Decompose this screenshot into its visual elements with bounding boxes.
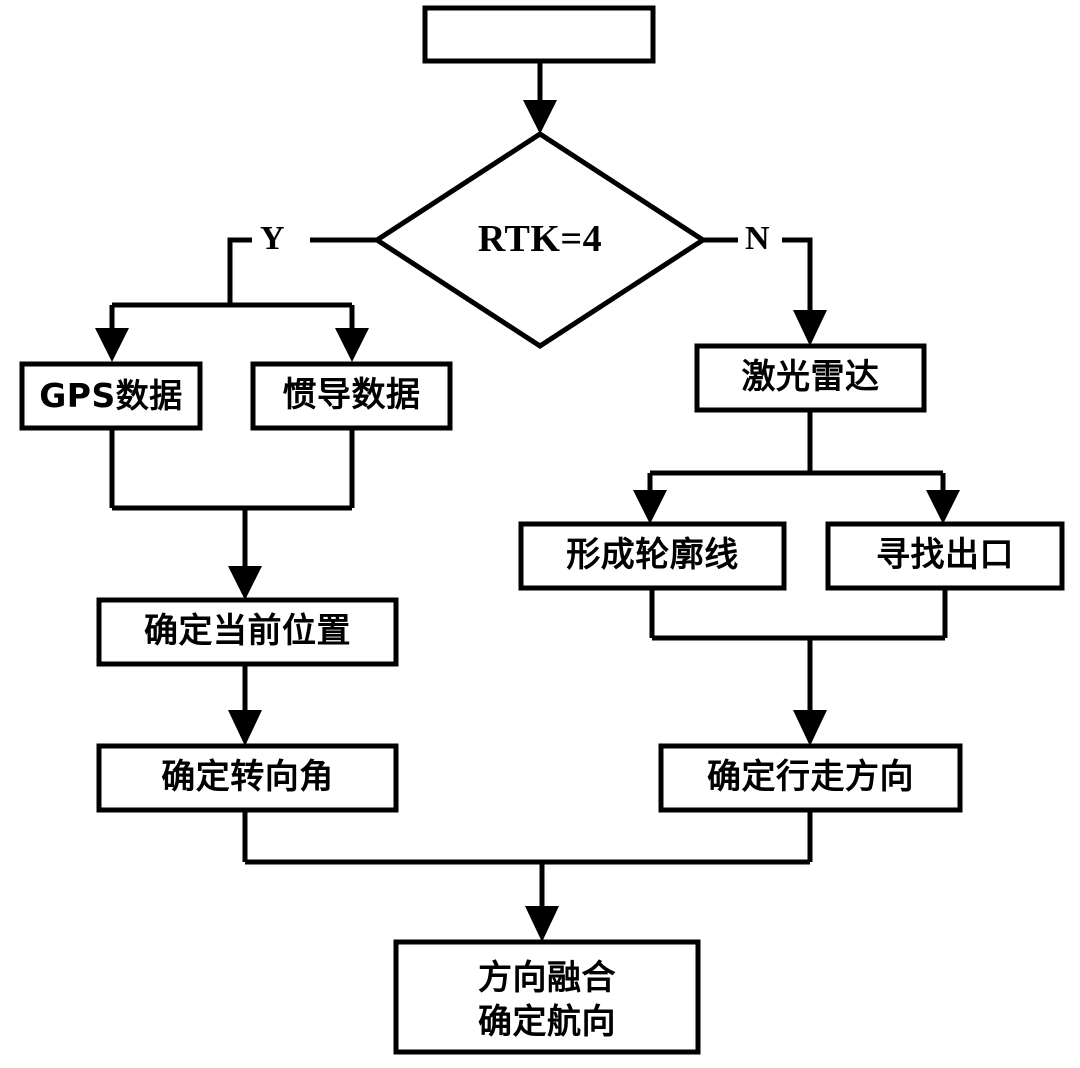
node-gps[interactable] [19,361,203,431]
connector-final-merge [242,810,813,942]
node-ins[interactable] [250,361,453,431]
node-start[interactable] [422,5,656,64]
connector-gps-ins-merge [109,428,355,600]
node-walkdir[interactable] [658,743,963,813]
node-exit[interactable] [825,521,1065,591]
node-contour[interactable] [518,521,787,591]
node-lidar[interactable] [694,343,927,413]
node-decision-rtk[interactable] [372,131,708,349]
connector-position-to-steering [228,664,262,746]
connector-start-to-decision [523,61,557,134]
connector-decision-no [703,237,827,346]
connector-lidar-split [633,410,960,524]
connector-decision-yes [95,237,377,362]
node-fusion[interactable] [393,939,701,1055]
node-steering[interactable] [96,743,399,813]
node-position[interactable] [96,597,399,667]
connector-contour-exit-merge [649,588,948,746]
